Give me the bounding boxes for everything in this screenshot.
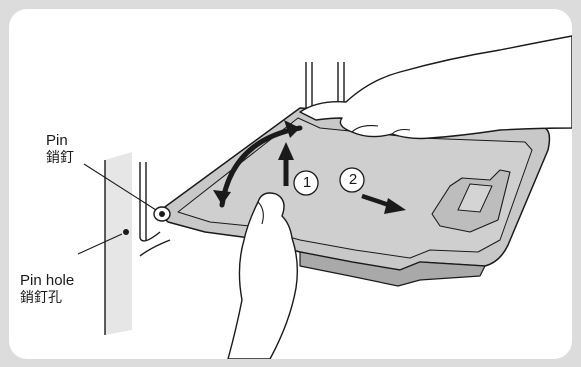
- upper-hand: [300, 36, 572, 139]
- pin-hole-label-cjk: 銷釘孔: [20, 289, 62, 308]
- pin-label: Pin: [46, 131, 68, 150]
- pin-hole-label: Pin hole: [20, 271, 74, 290]
- illustration-panel: Pin 銷釘 Pin hole 銷釘孔 1 2: [9, 9, 572, 359]
- pin-label-cjk: 銷釘: [46, 149, 74, 168]
- installation-diagram: [9, 9, 572, 359]
- step-2-number: 2: [347, 170, 359, 189]
- step-1-number: 1: [301, 173, 313, 192]
- pin-hole-shape: [123, 229, 129, 235]
- pin-shape: [154, 207, 170, 221]
